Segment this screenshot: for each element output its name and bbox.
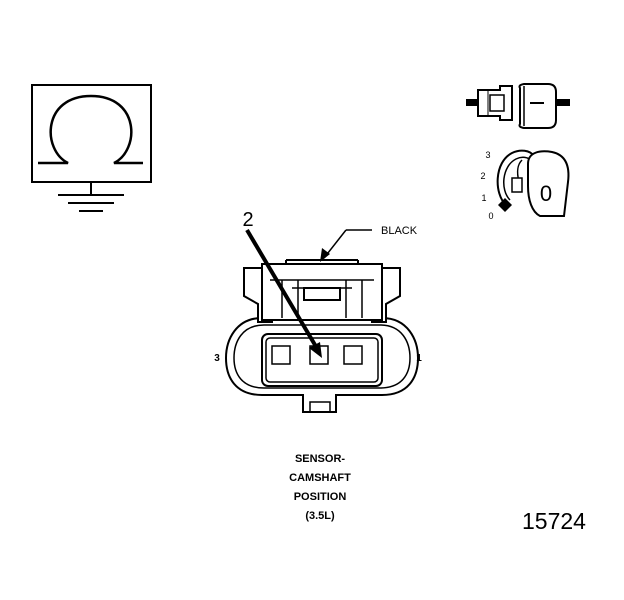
ohmmeter-symbol-icon	[31, 84, 152, 183]
pin-2-callout: 2	[242, 209, 253, 231]
cavity-1	[343, 345, 363, 365]
lock-scale-1: 1	[481, 193, 486, 203]
cavity-3	[271, 345, 291, 365]
caption-line-1: SENSOR-	[294, 453, 346, 465]
sensor-connector	[224, 259, 420, 413]
caption-line-2: CAMSHAFT	[289, 472, 351, 484]
pin-1-label: 1	[416, 353, 422, 364]
figure-number: 15724	[522, 508, 586, 534]
key-symbol: 0	[540, 181, 552, 206]
wire-color-label: BLACK	[381, 225, 418, 237]
pin-2-callout-arrow	[245, 228, 322, 358]
terminal-lock-icon: 0 3 2 1 0	[480, 149, 570, 221]
lock-scale-0: 0	[488, 211, 493, 221]
caption-line-4: (3.5L)	[305, 510, 335, 522]
connector-caption: SENSOR- CAMSHAFT POSITION (3.5L)	[240, 450, 400, 526]
connector-disengaged-icon	[466, 83, 570, 129]
lock-scale-2: 2	[480, 171, 485, 181]
lock-scale-3: 3	[485, 150, 490, 160]
wire-color-callout-arrow	[320, 229, 372, 262]
caption-line-3: POSITION	[293, 491, 347, 503]
pin-3-label: 3	[214, 353, 220, 364]
ground-symbol-icon	[58, 182, 124, 212]
